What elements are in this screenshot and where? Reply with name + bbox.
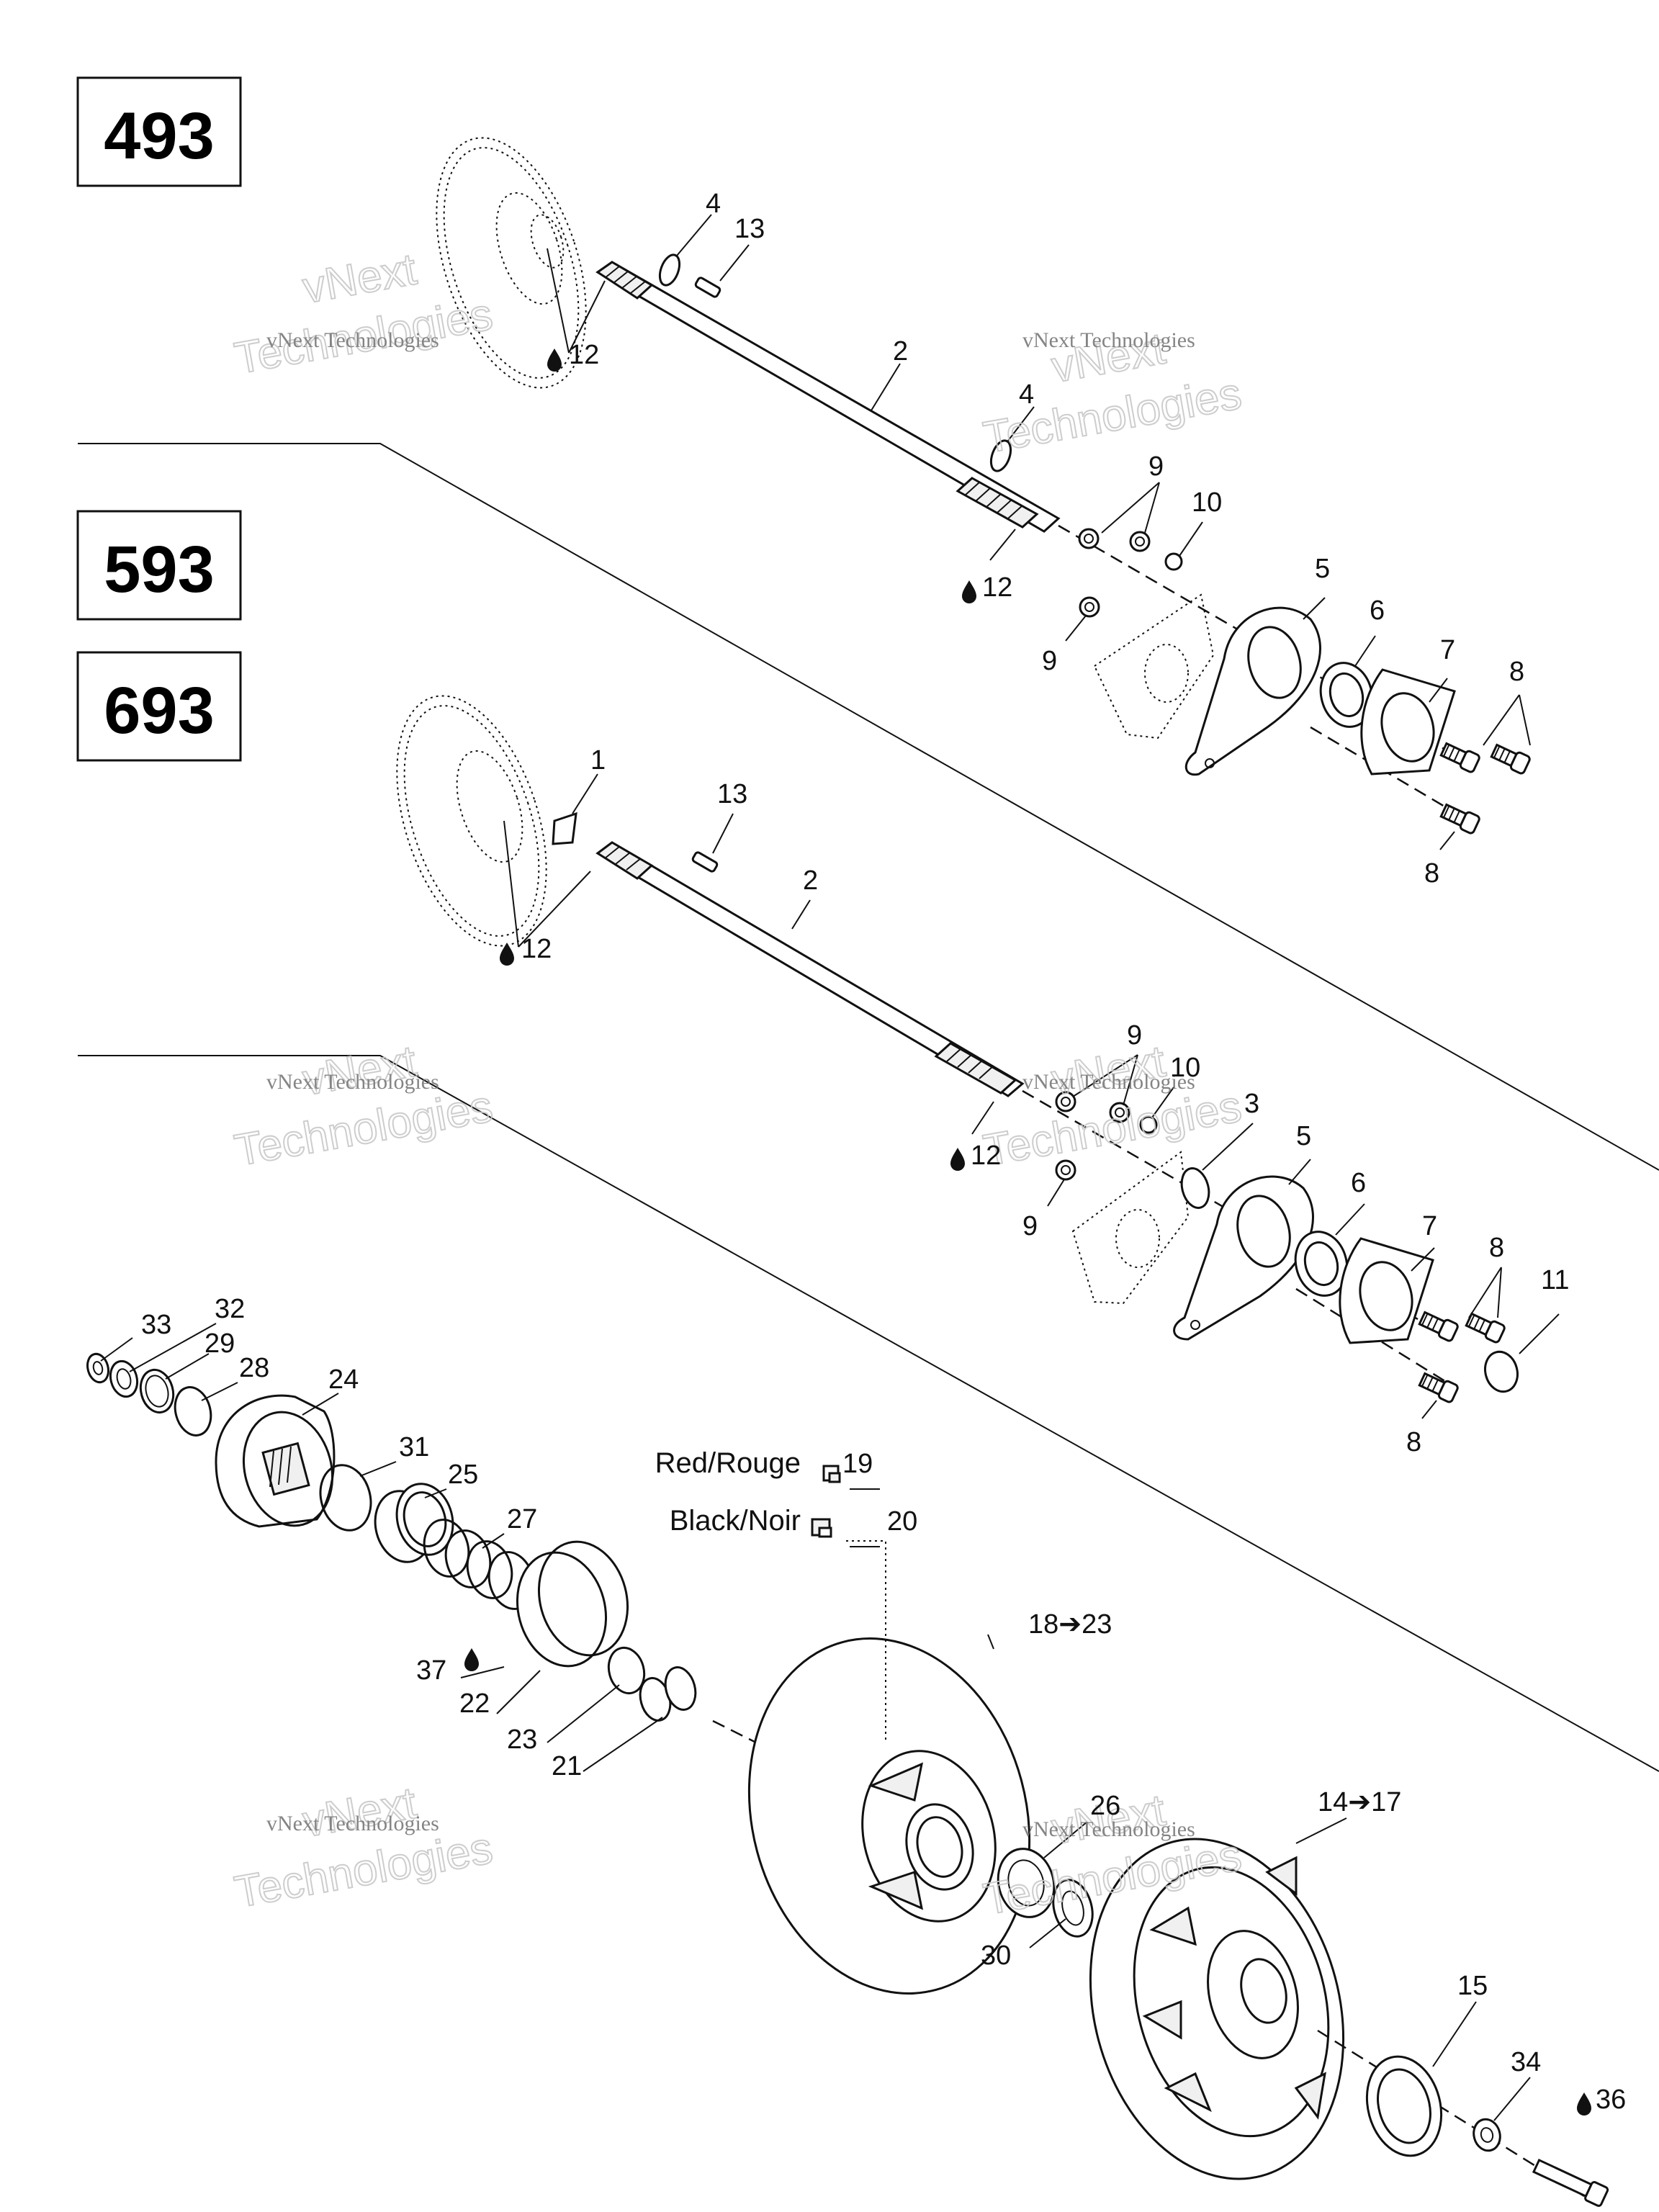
callout-31: 31: [399, 1432, 429, 1462]
callout-5: 5: [1296, 1121, 1311, 1151]
callout-4: 4: [1019, 379, 1034, 410]
watermark-text: vNext Technologies: [266, 328, 439, 352]
section-493: [436, 137, 1532, 850]
callout-9: 9: [1127, 1020, 1142, 1051]
legend-red-label: Red/Rouge: [655, 1447, 801, 1479]
section-drive-pulley: [86, 1323, 1609, 2207]
section-593-693: [396, 695, 1560, 1419]
callout-21: 21: [552, 1751, 582, 1781]
callout-20: 20: [887, 1506, 917, 1537]
callout-8: 8: [1406, 1427, 1421, 1457]
callout-10: 10: [1192, 487, 1222, 518]
callout-8: 8: [1424, 858, 1439, 889]
callout-8: 8: [1509, 657, 1524, 687]
callout-32: 32: [215, 1294, 245, 1324]
watermark-text: vNext Technologies: [1022, 1817, 1195, 1841]
callout-11: 11: [1541, 1265, 1569, 1295]
callout-22: 22: [459, 1689, 490, 1719]
callout-9: 9: [1148, 451, 1164, 482]
callout-29: 29: [204, 1328, 235, 1359]
callout-2: 2: [803, 866, 818, 896]
callout-30: 30: [981, 1941, 1011, 1971]
callout-19: 19: [842, 1449, 873, 1479]
callout-12: 12: [982, 572, 1012, 603]
callout-9: 9: [1022, 1211, 1038, 1241]
callout-13: 13: [717, 779, 747, 809]
callout-4: 4: [706, 189, 721, 219]
section-divider-1: [78, 443, 1659, 1171]
model-box-493: 493: [76, 76, 242, 187]
model-label-593: 593: [104, 533, 215, 606]
section-divider-2: [78, 1055, 1659, 1772]
callout-labels: 4 13 12 2 4 9 10 12 9 5 6 7 8 8 1 13 2 1…: [141, 189, 1626, 2115]
model-label-493: 493: [104, 99, 215, 173]
callout-6: 6: [1351, 1168, 1366, 1198]
callout-3: 3: [1244, 1089, 1259, 1119]
callout-36: 36: [1596, 2085, 1626, 2115]
watermark-text: vNext: [299, 245, 420, 313]
callout-24: 24: [328, 1364, 359, 1395]
callout-12: 12: [971, 1141, 1001, 1171]
callout-10: 10: [1170, 1053, 1200, 1083]
callout-6: 6: [1370, 595, 1385, 626]
callout-23: 23: [507, 1725, 537, 1755]
watermark-text: Technologies: [231, 1082, 496, 1176]
watermark-group: vNext Technologies vNext Technologies vN…: [230, 244, 1246, 1925]
callout-28: 28: [239, 1353, 269, 1383]
watermark-text: Technologies: [980, 1082, 1245, 1176]
callout-15: 15: [1457, 1971, 1488, 2001]
watermark-text: vNext Technologies: [266, 1070, 439, 1094]
callout-27: 27: [507, 1504, 537, 1534]
callout-33: 33: [141, 1310, 171, 1340]
model-box-693: 693: [76, 651, 242, 762]
callout-25: 25: [448, 1460, 478, 1490]
callout-12: 12: [569, 340, 599, 370]
callout-1: 1: [590, 745, 606, 775]
callout-7: 7: [1440, 635, 1455, 665]
watermark-text: vNext Technologies: [1022, 328, 1195, 352]
callout-5: 5: [1315, 554, 1330, 584]
callout-14-17: 14➔17: [1318, 1787, 1401, 1817]
callout-26: 26: [1090, 1791, 1120, 1821]
watermark-text: vNext Technologies: [1022, 1070, 1195, 1094]
model-box-593: 593: [76, 510, 242, 621]
callout-34: 34: [1511, 2047, 1541, 2077]
callout-7: 7: [1422, 1211, 1437, 1241]
callout-18-23: 18➔23: [1028, 1609, 1112, 1640]
callout-9: 9: [1042, 646, 1057, 676]
callout-12: 12: [521, 934, 552, 964]
callout-13: 13: [734, 214, 765, 244]
watermark-text: Technologies: [231, 1823, 496, 1917]
callout-37: 37: [416, 1655, 446, 1686]
model-label-693: 693: [104, 674, 215, 747]
watermark-text: vNext Technologies: [266, 1812, 439, 1835]
callout-8: 8: [1489, 1233, 1504, 1263]
legend-black-label: Black/Noir: [670, 1505, 801, 1537]
callout-2: 2: [893, 336, 908, 367]
